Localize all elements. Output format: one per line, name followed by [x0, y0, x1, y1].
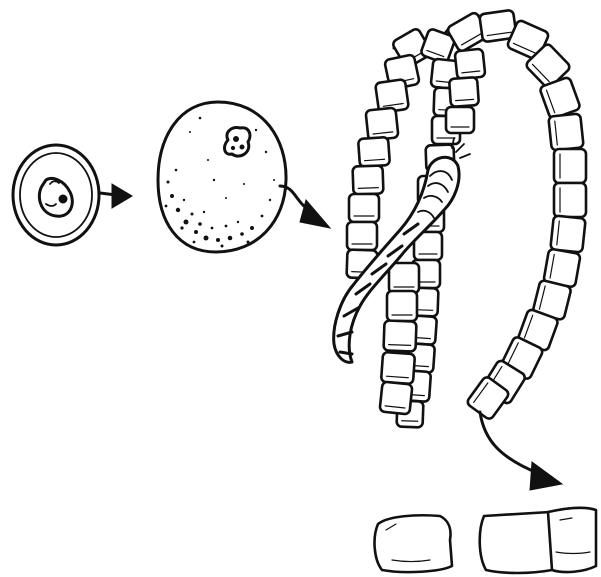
filament-cell: [380, 382, 413, 415]
filaments-stage: [334, 10, 586, 428]
filament-cells: [347, 10, 586, 428]
filament-cell: [554, 149, 586, 183]
filament-cell: [554, 183, 586, 217]
spore-nucleus: [39, 179, 72, 217]
arrow-3: [480, 412, 562, 490]
filament-cell: [548, 113, 583, 150]
fragments-stage: [375, 508, 596, 573]
filament-cell: [550, 215, 585, 252]
filament-cell: [446, 107, 474, 133]
filament-cell: [387, 291, 417, 321]
arrow-1: [100, 184, 132, 208]
filament-cell: [366, 108, 399, 141]
filament-cell: [383, 320, 416, 351]
filament-cell-inner-wall: [389, 345, 411, 346]
filament-cell: [389, 263, 419, 293]
filament-cell: [353, 165, 384, 194]
filament-cell: [349, 194, 379, 222]
spore-stage: [13, 145, 99, 245]
filament-cell: [449, 77, 479, 107]
stipple-dots: [165, 117, 275, 248]
filament-cell: [347, 222, 377, 250]
filament-cell: [358, 137, 390, 167]
filament-cell: [381, 352, 415, 384]
germinating-spore-stage: [158, 102, 286, 252]
filament-cell: [455, 49, 486, 80]
spore-outer-wall: [13, 145, 99, 245]
filament-cell-inner-wall: [358, 188, 378, 189]
fragment-cell-a: [480, 512, 552, 573]
germinating-spore-body: [158, 102, 286, 252]
arrow-2: [280, 186, 330, 228]
filament-cell-inner-wall: [402, 421, 418, 422]
fragment-single-cell: [375, 515, 452, 572]
